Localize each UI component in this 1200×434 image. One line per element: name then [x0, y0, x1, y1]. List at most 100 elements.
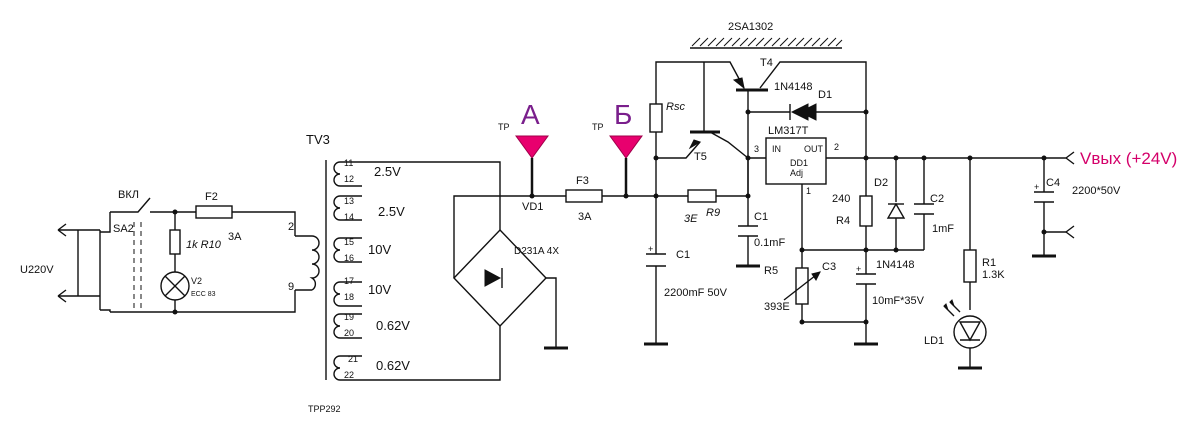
c4-label: C4: [1046, 177, 1060, 189]
test-point-a: А TP: [498, 99, 549, 199]
c1-big-label: C1: [676, 249, 690, 261]
tap-15: 15: [344, 237, 354, 247]
c2-label: C2: [930, 193, 944, 205]
u220-label: U220V: [20, 264, 54, 276]
reg-adj-label: Adj: [790, 168, 803, 178]
tap-16: 16: [344, 253, 354, 263]
c3-label: C3: [822, 261, 836, 273]
v2-type-label: ECC 83: [191, 291, 216, 298]
c1-small-value: 0.1mF: [754, 237, 785, 249]
output-capacitor-c4: + C4 2200*50V: [1032, 155, 1121, 258]
fuse-f2: F2 3A 2 9: [175, 191, 296, 313]
tp1-label: TP: [498, 122, 510, 132]
tap-21: 21: [348, 354, 358, 364]
t4-part-label: 2SA1302: [728, 21, 773, 33]
tap-17: 17: [344, 276, 354, 286]
r1-value: 1.3K: [982, 269, 1005, 281]
c1-big-value: 2200mF 50V: [664, 287, 728, 299]
d1-label: D1: [818, 89, 832, 101]
r1-label: R1: [982, 257, 996, 269]
d2-label: D2: [874, 177, 888, 189]
marker-a-label: А: [521, 99, 540, 130]
rsc-label: Rsc: [666, 101, 685, 113]
d1-part-label: 1N4148: [774, 81, 813, 93]
test-point-b-marker: [609, 135, 643, 159]
tap-22: 22: [344, 370, 354, 380]
t4-label: T4: [760, 57, 773, 69]
reg-pin2: 2: [834, 142, 839, 152]
c1-small-label: C1: [754, 211, 768, 223]
reg-pin1: 1: [806, 186, 811, 196]
reg-pin3: 3: [754, 144, 759, 154]
led-indicator-ld1: R1 1.3K LD1: [924, 158, 1005, 370]
capacitor-c1-small: C1 0.1mF: [736, 158, 785, 268]
c2-value: 1mF: [932, 223, 954, 235]
f2-label: F2: [205, 191, 218, 203]
test-point-b: Б TP: [592, 99, 643, 199]
resistor-r1: [963, 249, 977, 283]
reg-out-label: OUT: [804, 144, 824, 154]
winding-6-voltage: 0.62V: [376, 358, 410, 373]
mains-input: U220V: [20, 212, 111, 312]
f3-rating-label: 3A: [578, 211, 592, 223]
d2-part-label: 1N4148: [876, 259, 915, 271]
winding-2-voltage: 2.5V: [378, 204, 405, 219]
f3-label: F3: [576, 175, 589, 187]
tap-19: 19: [344, 312, 354, 322]
capacitor-c3: + C3 10mF*35V: [822, 250, 925, 346]
current-limit-t5: Rsc T5: [649, 61, 749, 196]
svg-text:+: +: [856, 264, 861, 274]
c3-value: 10mF*35V: [872, 295, 925, 307]
dd1-label: DD1: [790, 158, 808, 168]
reg-in-label: IN: [772, 144, 781, 154]
r4-value: 240: [832, 193, 850, 205]
wire-trafo-bridge-bottom: [362, 326, 501, 381]
wire-trafo-bridge-top: [362, 161, 501, 230]
winding-4-voltage: 10V: [368, 282, 391, 297]
winding-5-voltage: 0.62V: [376, 318, 410, 333]
ld1-label: LD1: [924, 335, 944, 347]
tap-13: 13: [344, 196, 354, 206]
svg-text:+: +: [648, 244, 653, 254]
r9-label: R9: [706, 207, 720, 219]
r9-value: 3E: [684, 213, 698, 225]
winding-1-voltage: 2.5V: [374, 164, 401, 179]
capacitor-c1-bulk: C1 2200mF 50V +: [644, 193, 728, 346]
resistor-r10: [169, 229, 181, 255]
resistor-r9: R9 3E: [656, 189, 748, 225]
trafo-model-label: TPP292: [308, 404, 341, 414]
output-terminals: Vвых (+24V): [1044, 149, 1177, 239]
bridge-rectifier-vd1: D231A 4X VD1: [453, 195, 568, 350]
svg-text:+: +: [1034, 182, 1039, 192]
tap-12: 12: [344, 174, 354, 184]
c4-value: 2200*50V: [1072, 185, 1121, 197]
f2-rating-label: 3A: [228, 231, 242, 243]
sa2-label: SA2: [113, 223, 134, 235]
capacitor-c2: C2 1mF: [914, 158, 954, 250]
pin2-label: 2: [288, 221, 294, 233]
t5-label: T5: [694, 151, 707, 163]
indicator-lamp-v2: 1k R10 V2 ECC 83: [160, 209, 222, 315]
transformer-tv3: TV3 TPP292 11 12 13 14 15 16 17 18 19 20…: [295, 132, 410, 414]
marker-b-label: Б: [614, 99, 632, 130]
resistor-r4: 240 R4: [832, 158, 873, 250]
diode-d1: D1 1N4148: [745, 81, 869, 121]
switch-sa2: ВКЛ SA2: [110, 189, 175, 313]
v2-label: V2: [191, 276, 202, 286]
tap-20: 20: [344, 328, 354, 338]
tv3-label: TV3: [306, 132, 330, 147]
r5-label: R5: [764, 265, 778, 277]
tap-14: 14: [344, 212, 354, 222]
diode-d2: D2 1N4148: [874, 158, 915, 271]
vkl-label: ВКЛ: [118, 189, 139, 201]
reg-label: LM317T: [768, 125, 809, 137]
pin9-label: 9: [288, 281, 294, 293]
bridge-label: D231A 4X: [514, 246, 559, 257]
vd1-label: VD1: [522, 201, 543, 213]
vout-label: Vвых (+24V): [1080, 149, 1177, 168]
fuse-f3: F3 3A: [532, 175, 656, 223]
regulator-lm317t: LM317T IN OUT DD1 Adj 3 2 1: [745, 112, 867, 250]
r4-label: R4: [836, 215, 850, 227]
winding-3-voltage: 10V: [368, 242, 391, 257]
